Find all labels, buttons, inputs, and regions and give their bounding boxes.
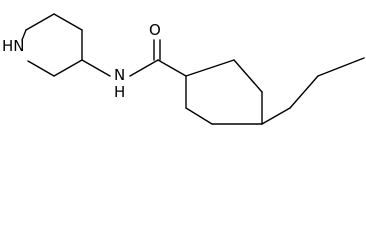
bond — [81, 59, 111, 77]
bond — [185, 107, 213, 125]
structure-diagram: HN N H O — [2, 13, 365, 125]
bond — [157, 59, 187, 77]
atom-label-carbonyl-o: O — [149, 21, 161, 39]
bond — [289, 75, 319, 109]
bond — [53, 13, 83, 31]
atom-label-amide-h: H — [114, 83, 125, 101]
atom-label-amide-n: N — [114, 66, 125, 84]
atom-label-piperidine-nh: HN — [2, 37, 25, 55]
carbonyl-double-bond — [153, 39, 161, 61]
bond — [185, 59, 235, 77]
bond — [53, 59, 83, 77]
butyl-chain — [261, 57, 365, 125]
bond — [21, 29, 27, 41]
bond — [27, 60, 55, 77]
bond — [233, 59, 263, 93]
bond — [129, 59, 159, 77]
bond — [25, 13, 55, 31]
bond — [261, 107, 291, 125]
cyclohexane-ring — [185, 59, 263, 125]
piperidine-ring — [21, 13, 83, 77]
bond — [317, 57, 365, 77]
